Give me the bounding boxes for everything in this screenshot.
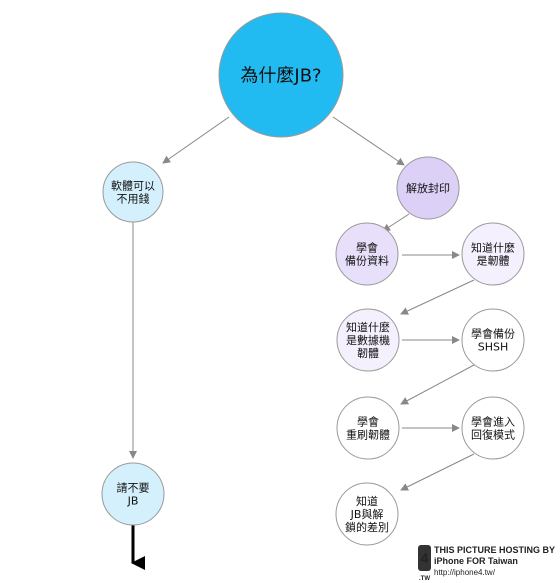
node-label-line: 軟體可以 [111, 178, 155, 192]
watermark: 4 .TW THIS PICTURE HOSTING BY iPhone FOR… [418, 545, 555, 582]
watermark-line2: iPhone FOR Taiwan [434, 556, 518, 566]
edge-learn-shsh-to-learn-restore [400, 364, 475, 405]
node-label-line: 韌體 [357, 346, 379, 360]
node-label-line: 學會 [357, 414, 379, 428]
watermark-line3: http://iphone4.tw/ [434, 568, 496, 577]
watermark-logo-sub: .TW [419, 576, 430, 582]
watermark-line1: THIS PICTURE HOSTING BY [434, 545, 555, 555]
node-label-line: JB [127, 494, 139, 507]
node-label-line: JB與解 [350, 507, 384, 521]
node-unlock[interactable]: 解放封印 [396, 156, 460, 220]
node-label-line: 回復模式 [471, 428, 515, 441]
node-label-line: 學會備份 [471, 326, 515, 340]
node-root[interactable]: 為什麼JB? [218, 12, 344, 138]
node-label-line: 知道 [356, 494, 378, 508]
node-label-line: SHSH [478, 340, 509, 353]
node-circle[interactable] [336, 308, 400, 372]
node-label-line: 是數據機 [346, 333, 390, 347]
node-circle[interactable] [335, 482, 399, 546]
edges [129, 116, 475, 570]
node-label-line: 學會 [356, 240, 378, 254]
node-circle[interactable] [218, 12, 344, 138]
node-label-line: 請不要 [117, 480, 150, 494]
node-circle[interactable] [336, 396, 400, 460]
node-circle[interactable] [461, 308, 525, 372]
watermark-logo-icon [418, 545, 431, 571]
node-circle[interactable] [335, 222, 399, 286]
node-label-line: 解放封印 [406, 181, 450, 195]
edge-root-to-free-software [162, 116, 230, 164]
node-circle[interactable] [461, 222, 525, 286]
node-label-line: 為什麼JB? [240, 65, 321, 86]
node-label-line: 鎖的差別 [345, 520, 389, 534]
node-label-line: 知道什麼 [471, 240, 515, 254]
edge-know-firmware-to-know-baseband [400, 279, 475, 315]
node-label-line: 備份資料 [345, 253, 389, 267]
node-circle[interactable] [396, 156, 460, 220]
edge-root-to-unlock [332, 116, 405, 166]
node-label-line: 重刷韌體 [346, 427, 390, 441]
node-circle[interactable] [461, 396, 525, 460]
node-circle[interactable] [101, 462, 165, 526]
node-circle[interactable] [102, 161, 164, 223]
node-label-line: 不用錢 [117, 191, 150, 205]
edge-unlock-to-learn-backup [382, 213, 410, 232]
watermark-logo-glyph: 4 [421, 550, 429, 566]
node-label-line: 學會進入 [471, 414, 515, 428]
edge-learn-recovery-to-know-jb-unlock [400, 453, 475, 491]
node-label-line: 知道什麼 [346, 320, 390, 334]
node-label-line: 是韌體 [477, 253, 510, 267]
